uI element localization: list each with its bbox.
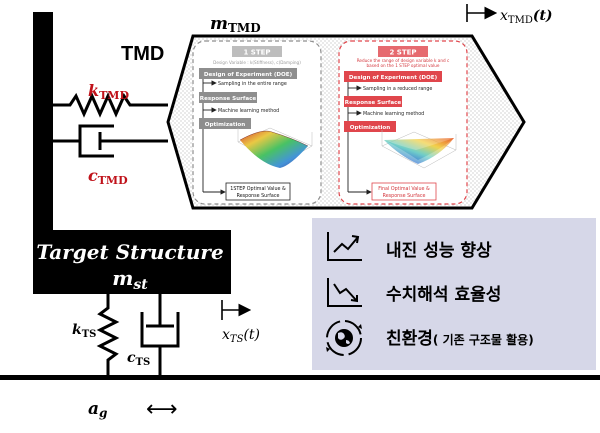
tmd-mass-label: mTMD [210, 14, 261, 35]
ground-line [0, 375, 600, 380]
step1-opt-text: Optimization [205, 122, 246, 128]
step1-doe-text: Design of Experiment (DOE) [204, 72, 293, 78]
step1-result-line2: Response Surface [237, 193, 280, 199]
step2-sampling: Sampling in a reduced range [363, 86, 432, 92]
step2-badge [378, 46, 428, 57]
ground-accel-label: ag [88, 399, 107, 420]
benefit-item-1: 내진 성능 향상 [386, 240, 492, 261]
step1-result-line1: 1STEP Optimal Value & [230, 186, 286, 192]
step1-sampling: Sampling in the entire range [218, 81, 287, 87]
tmd-displacement-label: xTMD(t) [500, 8, 553, 26]
step1-rs-box [199, 92, 257, 103]
step2-rs-box [344, 96, 402, 107]
step1-rs-text: Response Surface [200, 96, 257, 102]
target-structure-title: Target Structure [36, 240, 223, 264]
ground-accel-arrow: ⟷ [146, 397, 178, 422]
step1-description: Design Variable : k(Stiffness), c(Dampin… [213, 60, 301, 65]
step1-ml: Machine learning method [218, 108, 279, 114]
target-structure-mass-label: mst [112, 266, 148, 293]
step1-doe-box [199, 68, 297, 79]
step2-description-line1: Reduce the range of design variable k an… [357, 58, 450, 63]
step2-rs-text: Response Surface [345, 100, 402, 106]
step2-result-box [371, 182, 437, 201]
step2-surface-plot [381, 130, 457, 169]
ts-spring [96, 294, 120, 377]
step1-opt-box [199, 118, 251, 129]
benefit-item-2: 수치해석 효율성 [386, 285, 501, 305]
ts-damper-label: cTS [127, 350, 150, 368]
structure-column [33, 12, 53, 244]
step2-badge-text: 2 STEP [389, 49, 416, 57]
step1-badge [232, 46, 282, 57]
step2-result-line2: Response Surface [383, 193, 426, 199]
step2-result-line1: Final Optimal Value & [378, 186, 430, 192]
step1-panel: 1 STEP Design Variable : k(Stiffness), c… [192, 40, 322, 205]
tmd-spring [53, 92, 168, 118]
step2-opt-box [344, 121, 396, 132]
step2-opt-text: Optimization [350, 125, 391, 131]
eco-globe-icon [326, 320, 362, 356]
step1-result-box [225, 182, 291, 201]
step2-description-line2: based on the 1 STEP optimal value [366, 63, 439, 68]
target-structure-block [33, 230, 231, 294]
step2-doe-box [344, 71, 442, 82]
step1-surface-plot [237, 127, 313, 168]
ts-displacement-label: xTS(t) [222, 327, 260, 345]
tmd-damper [53, 124, 168, 158]
tmd-damper-label: cTMD [88, 166, 128, 187]
step2-ml: Machine learning method [363, 111, 424, 117]
tmd-spring-label: kTMD [88, 81, 129, 102]
step2-panel: 2 STEP Reduce the range of design variab… [338, 40, 468, 205]
step1-badge-text: 1 STEP [243, 49, 270, 57]
tmd-label: TMD [121, 43, 164, 65]
ts-spring-label: kTS [72, 322, 96, 340]
trend-up-chart-icon [327, 232, 362, 261]
trend-down-chart-icon [327, 278, 362, 307]
step2-doe-text: Design of Experiment (DOE) [349, 75, 438, 81]
ts-damper [140, 294, 180, 377]
benefit-item-3: 친환경( 기존 구조물 활용) [386, 329, 534, 349]
